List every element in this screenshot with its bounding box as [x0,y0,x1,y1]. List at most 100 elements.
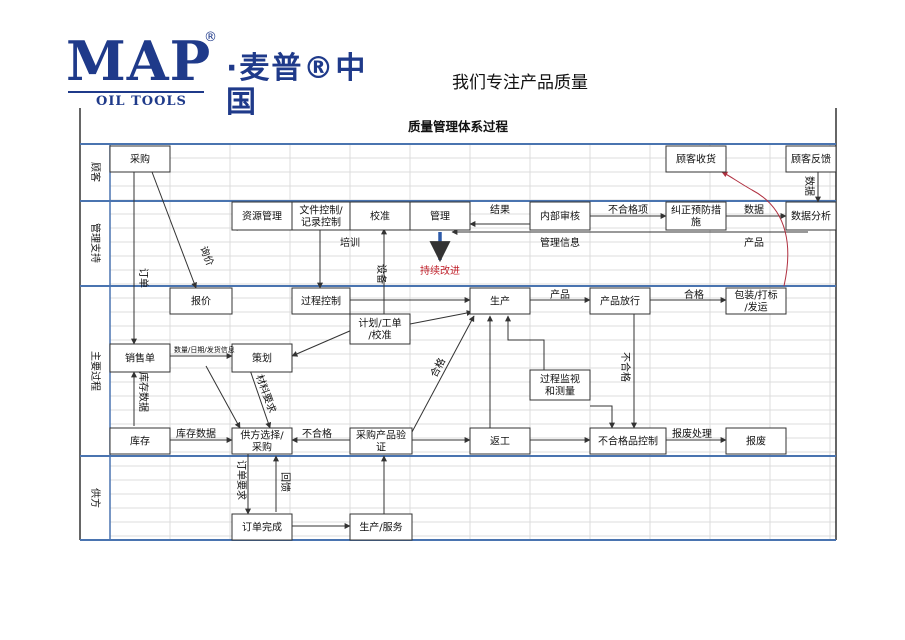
node-label: 过程监视和测量 [540,373,580,398]
company-logo: MAP ® OIL TOOLS ·麦普®中国 [66,28,396,120]
node-customer-receive: 顾客收货 [665,145,727,173]
node-plan: 计划/工单/校准 [349,313,411,345]
node-internal-audit: 内部审核 [529,201,591,231]
logo-underline [68,91,204,93]
node-label: 采购产品验证 [356,429,406,454]
logo-chinese-name: ·麦普®中国 [226,51,368,120]
label-material-req: 材料要求 [253,373,279,415]
node-calibration: 校准 [349,201,411,231]
label-data-up: 数据 [744,203,764,216]
node-label: 订单完成 [242,521,282,534]
node-label: 采购 [130,153,150,166]
node-management: 管理 [409,201,471,231]
edge-labels: 询价 订单 培训 设备 持续改进 结果 不合格项 管理信息 数据 数据 产品 产… [137,176,816,500]
arrow-monitor-to-production [505,315,545,370]
node-box [291,287,351,315]
node-label: 库存 [130,435,150,448]
label-fail-verify: 不合格 [302,427,332,440]
label-product-up: 产品 [744,236,764,249]
node-sales-order: 销售单 [109,343,171,373]
label-pass: 合格 [684,288,704,301]
lane-label-customer: 顾客 [89,162,102,182]
label-data-feedback: 数据 [803,176,816,196]
node-label: 供方选择/采购 [240,429,284,454]
label-scrap-handle: 报废处理 [672,427,712,440]
label-receipt: 回馈 [279,472,292,492]
node-purchase-verify: 采购产品验证 [349,427,413,455]
node-label: 不合格品控制 [598,435,658,448]
lane-label-management-support: 管理支持 [89,223,102,263]
node-box [349,313,411,345]
label-training: 培训 [340,236,360,249]
label-result: 结果 [490,203,510,216]
node-box [231,343,293,373]
node-label: 返工 [490,436,510,448]
node-process-control: 过程控制 [291,287,351,315]
node-box [725,427,787,455]
arrow-plan-to-production [409,310,473,325]
node-box [529,369,591,401]
node-box [109,343,171,373]
node-pack-ship: 包装/打标/发运 [725,287,787,315]
label-product-flow: 产品 [550,288,570,301]
node-scrap: 报废 [725,427,787,455]
node-supplier-production: 生产/服务 [349,513,413,541]
lane-label-supplier: 供方 [89,488,102,508]
node-label: 顾客收货 [676,153,716,166]
node-label: 资源管理 [242,210,282,223]
arrow-product-to-customer [721,171,789,287]
node-doc-control: 文件控制/记录控制 [291,201,351,231]
label-mgmt-info: 管理信息 [540,236,580,249]
node-label: 数据分析 [791,210,831,223]
node-box [785,145,837,173]
node-label: 策划 [252,352,272,365]
node-box [665,145,727,173]
arrow-plan-to-strategy [291,329,353,357]
label-equipment: 设备 [375,264,388,284]
node-label: 报废 [746,435,766,448]
lane-label-main-process: 主要过程 [89,351,102,391]
node-box [785,201,837,231]
arrow-qty-date [205,365,241,429]
node-label: 顾客反馈 [791,153,831,166]
node-box [469,427,531,455]
label-inventory-data-2: 库存数据 [176,427,216,440]
logo-subtitle: OIL TOOLS [96,94,187,109]
node-rework: 返工 [469,427,531,455]
node-label: 文件控制/记录控制 [299,204,343,229]
node-data-analysis: 数据分析 [785,201,837,231]
logo-wordmark: MAP [66,29,212,93]
logo-registered-mark: ® [204,30,217,45]
slogan: 我们专注产品质量 [452,73,588,93]
node-purchase: 采购 [109,145,171,173]
label-qty-date: 数量/日期/发货信息 [174,345,235,354]
node-supplier-select: 供方选择/采购 [231,427,293,455]
node-label: 产品放行 [600,295,640,308]
node-label: 报价 [191,295,211,308]
node-box [231,201,293,231]
node-label: 校准 [370,210,390,223]
label-continuous-improve: 持续改进 [420,264,460,277]
node-monitor: 过程监视和测量 [529,369,591,401]
node-customer-feedback: 顾客反馈 [785,145,837,173]
node-label: 包装/打标/发运 [734,289,777,314]
node-inventory: 库存 [109,427,171,455]
label-order: 订单 [137,268,149,288]
node-label: 管理 [430,210,450,223]
node-box [109,427,171,455]
node-box [409,201,471,231]
label-order-req: 订单要求 [235,460,247,500]
node-label: 纠正预防措施 [671,204,721,229]
node-box [109,145,171,173]
grid-background [109,144,836,540]
node-box [589,287,651,315]
node-nonconform-ctrl: 不合格品控制 [589,427,667,455]
node-label: 过程控制 [301,295,341,308]
diagram-title: 质量管理体系过程 [408,119,509,134]
arrow-material-req [249,369,272,429]
node-box [169,287,233,315]
node-product-release: 产品放行 [589,287,651,315]
node-label: 销售单 [125,352,155,365]
